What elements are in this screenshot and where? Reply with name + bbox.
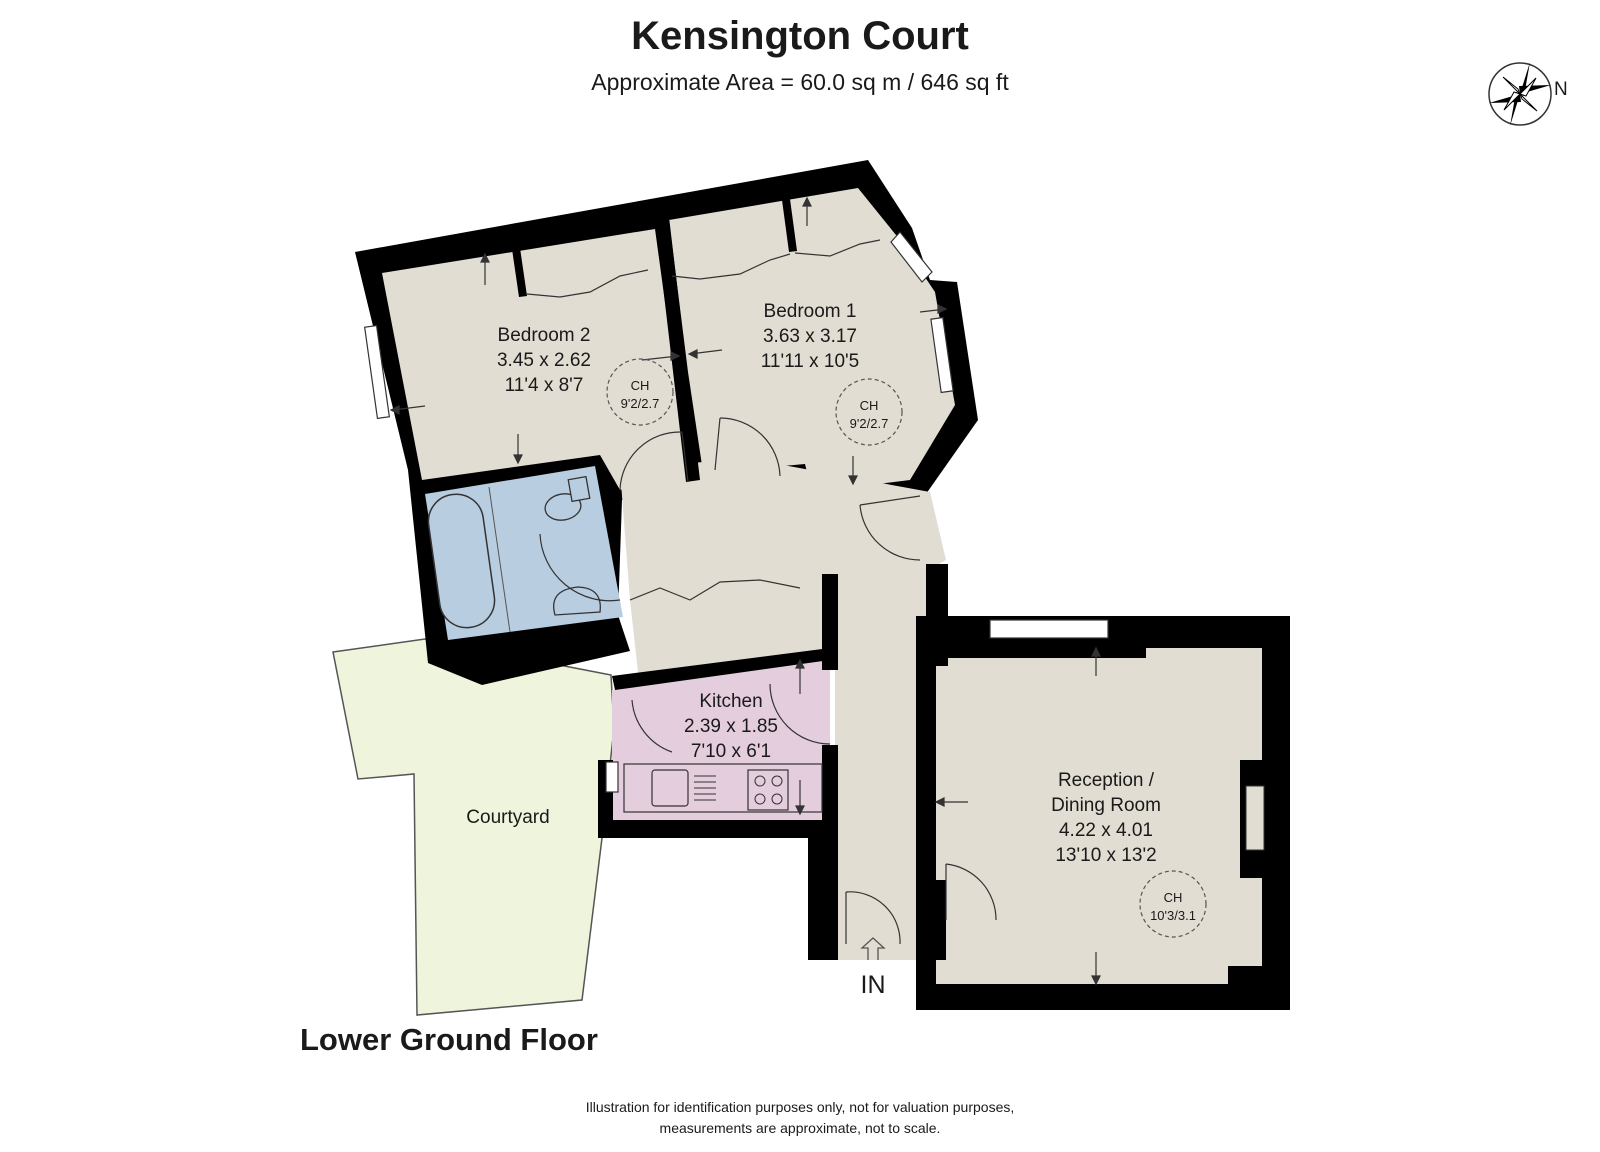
entrance-label: IN [861, 971, 886, 999]
disclaimer-line-2: measurements are approximate, not to sca… [659, 1120, 941, 1136]
bedroom-1-ch-title: CH [860, 398, 879, 413]
reception-floor [936, 648, 1262, 984]
reception-metric: 4.22 x 4.01 [1059, 820, 1153, 841]
reception-imperial: 13'10 x 13'2 [1055, 845, 1156, 866]
kitchen-name: Kitchen [699, 691, 762, 712]
kitchen-imperial: 7'10 x 6'1 [691, 741, 771, 762]
bedroom-1-window-side [930, 316, 954, 394]
basin-icon [553, 586, 601, 616]
hallway-floor [620, 458, 946, 960]
plan-title: Kensington Court [631, 14, 969, 58]
area-subtitle: Approximate Area = 60.0 sq m / 646 sq ft [591, 69, 1009, 95]
bedroom-2-floor [382, 229, 688, 490]
compass-rose-icon [1488, 62, 1552, 126]
bedroom-2-ceiling-height-marker [606, 358, 674, 426]
bedroom-1-imperial: 11'11 x 10'5 [761, 351, 859, 372]
bath-icon [427, 493, 496, 629]
bedroom-1-name: Bedroom 1 [764, 301, 857, 322]
bedroom-2-ch-title: CH [631, 378, 650, 393]
reception-ch-title: CH [1164, 890, 1183, 905]
bedroom-2-name: Bedroom 2 [498, 325, 591, 346]
disclaimer-line-1: Illustration for identification purposes… [585, 1099, 1015, 1115]
bedroom-2-window [363, 324, 391, 420]
reception-window [989, 619, 1109, 639]
reception-name-line1: Reception / [1058, 770, 1155, 791]
reception-ch-value: 10'3/3.1 [1150, 908, 1196, 923]
kitchen-metric: 2.39 x 1.85 [684, 716, 778, 737]
hob-icon [747, 769, 789, 811]
courtyard-name: Courtyard [466, 807, 549, 828]
disclaimer: Illustration for identification purposes… [0, 1097, 1600, 1139]
reception-name-line2: Dining Room [1051, 795, 1161, 816]
floor-label: Lower Ground Floor [300, 1022, 598, 1057]
bedroom-2-ch-value: 9'2/2.7 [621, 396, 660, 411]
bedroom-1-ch-value: 9'2/2.7 [850, 416, 889, 431]
bedroom-2-imperial: 11'4 x 8'7 [505, 375, 584, 396]
bedroom-2-metric: 3.45 x 2.62 [497, 350, 591, 371]
bedroom-1-floor [669, 188, 955, 492]
reception-ceiling-height-marker [1139, 870, 1207, 938]
kitchen-window [605, 761, 619, 793]
entrance-arrow-icon [860, 937, 886, 960]
bedroom-1-ceiling-height-marker [835, 378, 903, 446]
bedroom-1-window-bay [890, 231, 933, 283]
bedroom-1-metric: 3.63 x 3.17 [763, 326, 857, 347]
sink-icon [651, 769, 689, 807]
north-label: N [1554, 79, 1568, 100]
drainer-icon [694, 775, 716, 801]
